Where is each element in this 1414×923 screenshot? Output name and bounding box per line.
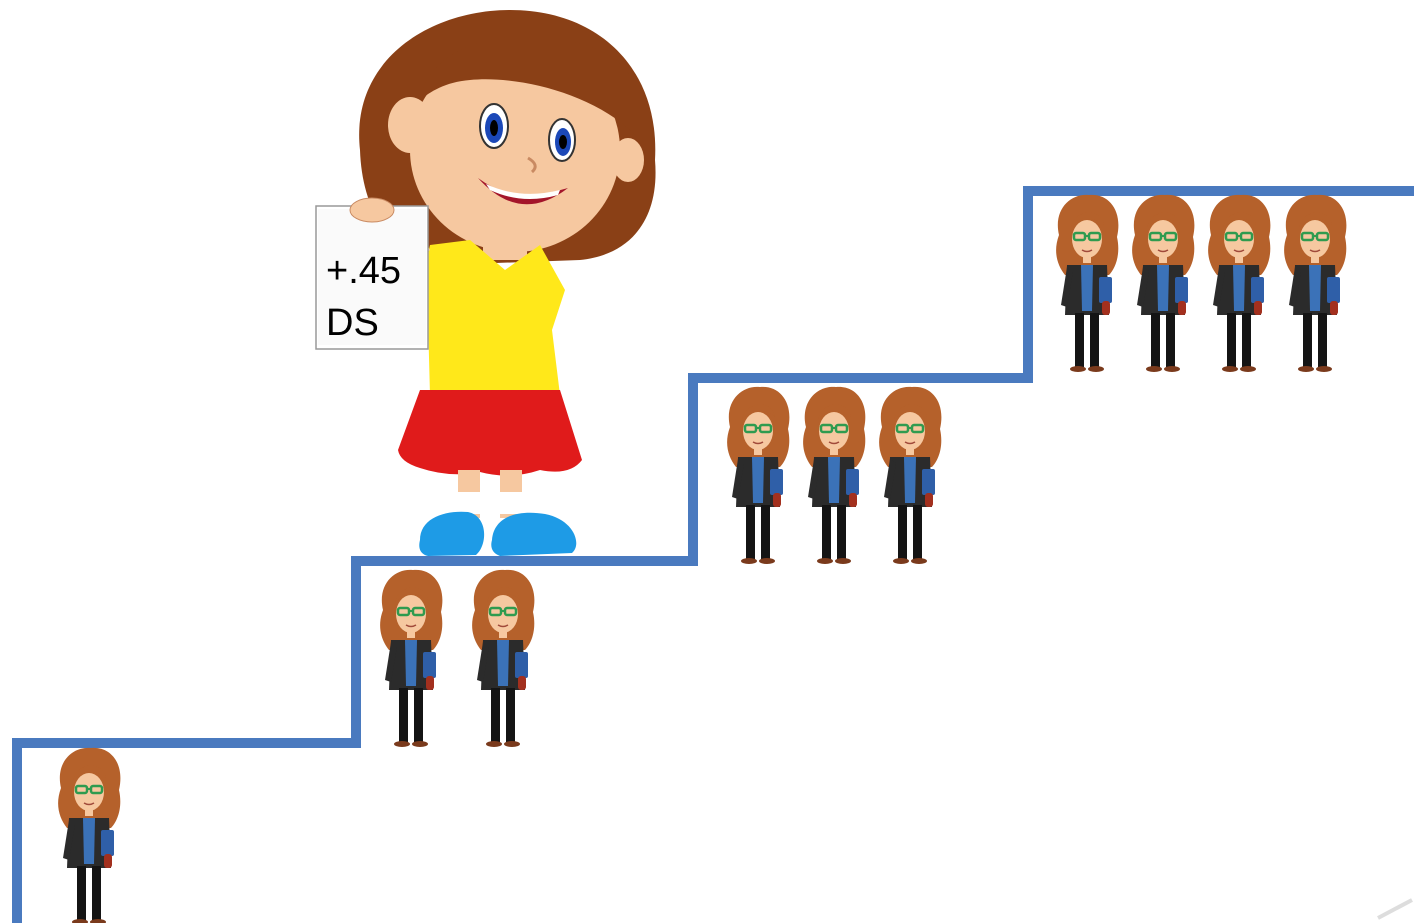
teacher-figure	[470, 568, 536, 749]
girl-ear-right	[612, 138, 644, 182]
teacher-figure	[378, 568, 444, 749]
girl-character: +.45 DS	[315, 10, 656, 556]
step-3-teachers	[725, 385, 943, 566]
teacher-figure	[56, 746, 122, 923]
step-1-teachers	[56, 746, 122, 923]
sign-card: +.45 DS	[315, 205, 429, 350]
teacher-figure	[1206, 193, 1272, 374]
teacher-figure	[725, 385, 791, 566]
girl-skirt	[398, 390, 582, 476]
teacher-figure	[1130, 193, 1196, 374]
corner-mark	[1377, 898, 1413, 920]
girl-face	[410, 48, 620, 252]
sign-value: +.45	[326, 250, 401, 292]
teacher-figure	[1282, 193, 1348, 374]
step-4-teachers	[1054, 193, 1348, 374]
teacher-figure	[877, 385, 943, 566]
girl-shoe-left	[419, 511, 485, 556]
staircase-line	[12, 186, 1414, 923]
girl-shirt	[420, 240, 565, 395]
teacher-figure	[801, 385, 867, 566]
sign-unit: DS	[326, 302, 379, 344]
teacher-figure	[1054, 193, 1120, 374]
step-2-teachers	[378, 568, 536, 749]
girl-shoe-right	[491, 512, 577, 556]
